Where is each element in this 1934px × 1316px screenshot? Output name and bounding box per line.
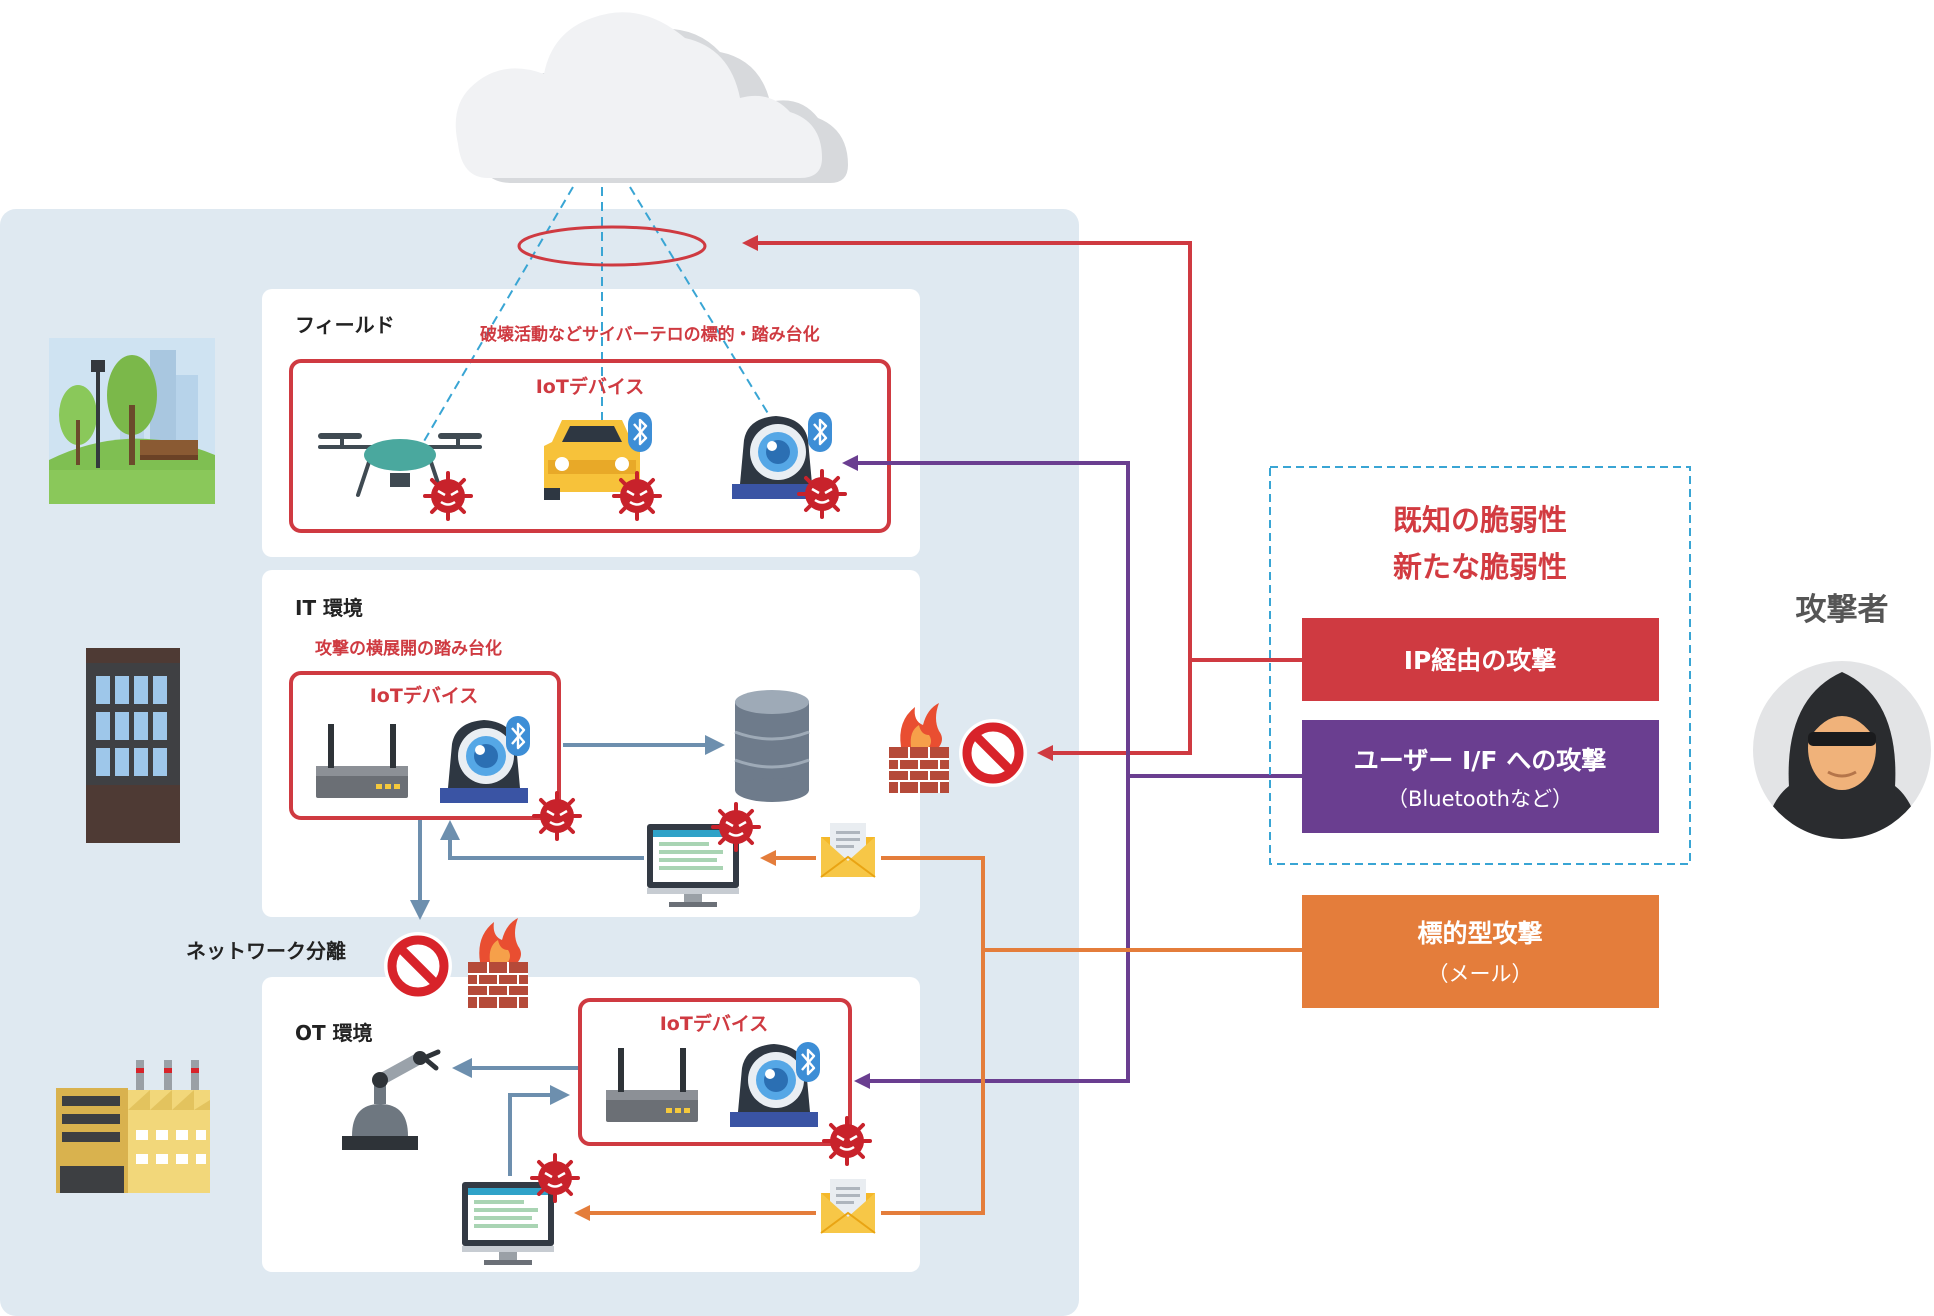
virus-icon <box>423 471 473 521</box>
targeted-attack-box <box>1302 895 1659 1008</box>
car-icon <box>544 420 640 500</box>
ip-attack-box <box>1302 618 1659 701</box>
park-icon <box>49 338 215 504</box>
field-iot-label: IoTデバイス <box>536 375 645 398</box>
bluetooth-icon <box>504 714 532 758</box>
targeted-attack-lines <box>881 856 1302 1215</box>
vulnerability-group <box>1269 466 1691 865</box>
flow-arrow <box>508 1085 570 1176</box>
it-risk-label: 攻撃の横展開の踏み台化 <box>315 638 502 659</box>
it-iot-label: IoTデバイス <box>370 684 479 707</box>
field-iot-group <box>289 359 891 533</box>
ui-attack-sub-label: （Bluetoothなど） <box>1387 787 1573 811</box>
ui-attack-box <box>1302 720 1659 833</box>
ip-attack-label: IP経由の攻撃 <box>1404 646 1557 675</box>
database-icon <box>734 690 810 802</box>
factory-icon <box>56 1060 210 1193</box>
field-label: フィールド <box>295 313 395 337</box>
block-icon <box>384 932 452 1000</box>
it-iot-group <box>289 671 561 820</box>
bluetooth-icon <box>806 410 834 454</box>
it-env-label: IT 環境 <box>295 596 363 620</box>
targeted-attack-label: 標的型攻撃 <box>1417 919 1542 948</box>
virus-icon <box>530 1153 580 1203</box>
targeted-attack-sub-label: （メール） <box>1428 962 1533 986</box>
ot-iot-label: IoTデバイス <box>660 1012 769 1035</box>
flow-arrow <box>440 820 644 860</box>
office-building-icon <box>86 648 180 843</box>
virus-icon <box>797 469 847 519</box>
drone-icon <box>318 433 482 497</box>
bluetooth-icon <box>794 1040 822 1084</box>
ui-attack-lines <box>842 455 1302 1089</box>
network-separation-label: ネットワーク分離 <box>186 939 346 963</box>
field-risk-label: 破壊活動などサイバーテロの標的・踏み台化 <box>480 324 820 345</box>
virus-icon <box>822 1116 872 1166</box>
robot-arm-icon <box>342 1049 441 1150</box>
hacker-icon <box>1753 661 1931 839</box>
block-icon <box>959 719 1027 787</box>
ot-iot-group <box>578 998 852 1146</box>
ot-env-label: OT 環境 <box>295 1021 373 1045</box>
virus-icon <box>612 471 662 521</box>
attack-target-ring <box>517 225 707 267</box>
ui-attack-label: ユーザー I/F への攻撃 <box>1354 746 1606 775</box>
ip-attack-lines <box>742 235 1302 761</box>
attacker-label: 攻撃者 <box>1796 592 1889 628</box>
new-vulnerability-label: 新たな脆弱性 <box>1393 550 1567 584</box>
known-vulnerability-label: 既知の脆弱性 <box>1393 503 1567 537</box>
virus-icon <box>711 802 761 852</box>
cloud-icon <box>455 12 848 184</box>
virus-icon <box>532 791 582 841</box>
bluetooth-icon <box>626 410 654 454</box>
